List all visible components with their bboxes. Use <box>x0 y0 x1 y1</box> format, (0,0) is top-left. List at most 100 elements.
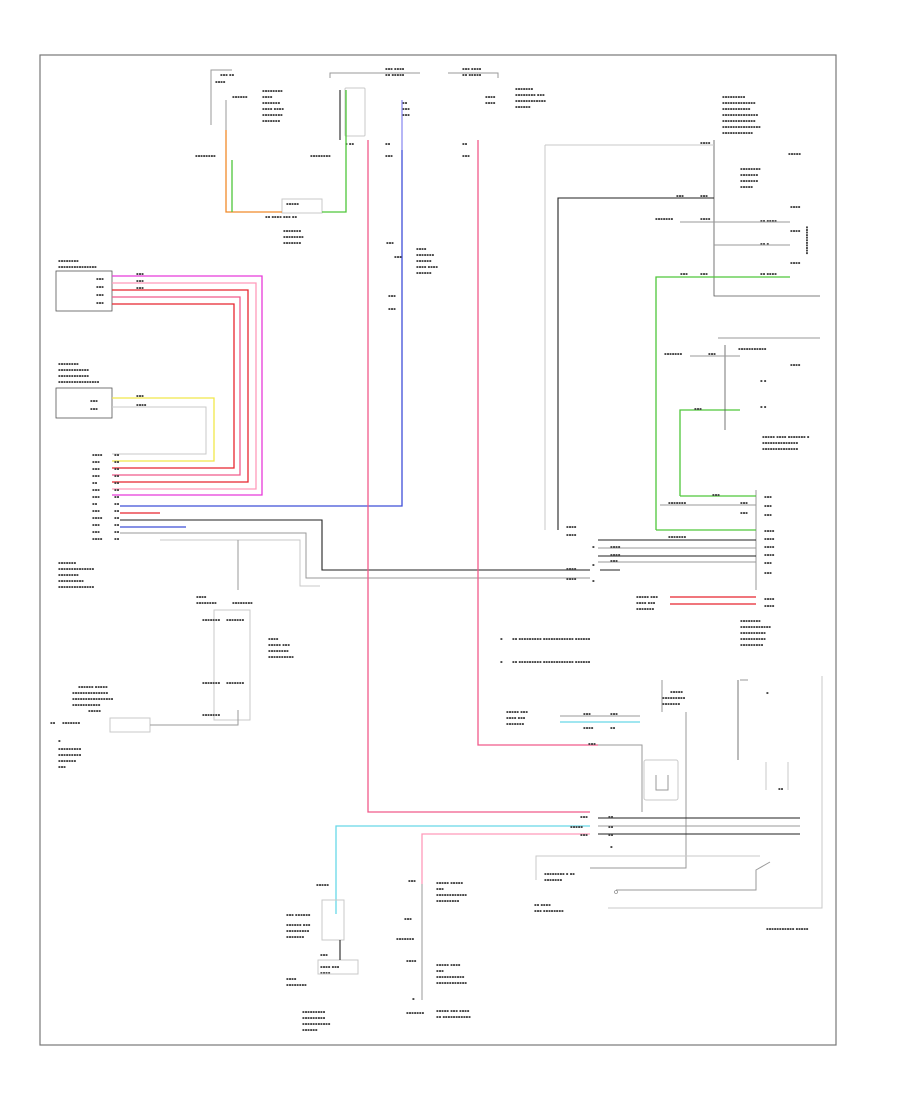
diagram-frame <box>39 54 837 1046</box>
svg-text:▪▪▪▪▪: ▪▪▪▪▪ <box>316 882 329 887</box>
svg-text:▪▪▪▪▪ ▪▪▪: ▪▪▪▪▪ ▪▪▪ <box>506 709 528 714</box>
occupant-wire-labels: ▪▪▪ ▪▪▪ ▪▪▪ <box>136 271 144 290</box>
meter-switch-box: ▪▪▪▪▪ ▪▪▪▪▪▪▪▪▪ ▪▪▪▪▪▪▪ ▪ ▪▪ <box>608 676 823 909</box>
center-relay-labels: ▪▪▪ ▪▪▪ ▪▪▪▪ ▪▪▪▪▪▪▪ ▪▪▪▪▪▪ ▪▪▪▪ ▪▪▪▪ ▪▪… <box>386 240 438 311</box>
belt-buckle-switch: ▪▪▪▪ ▪▪▪▪▪▪▪▪ ▪▪▪▪▪▪▪▪ ▪▪▪▪▪▪▪ ▪▪▪▪▪▪▪ ▪… <box>196 540 294 721</box>
svg-text:▪▪▪▪▪▪: ▪▪▪▪▪▪ <box>416 270 432 275</box>
lower-seat-sensor: ▪▪▪▪▪▪ ▪▪▪▪▪ ▪▪▪▪▪▪▪▪▪▪▪▪▪▪ ▪▪▪▪▪▪▪▪▪▪▪▪… <box>50 684 239 769</box>
svg-text:▪▪▪: ▪▪▪ <box>136 393 144 398</box>
svg-text:▪▪▪▪▪▪▪▪▪▪▪▪▪▪: ▪▪▪▪▪▪▪▪▪▪▪▪▪▪ <box>762 440 798 445</box>
svg-text:▪▪▪▪▪ ▪▪▪▪: ▪▪▪▪▪ ▪▪▪▪ <box>436 962 461 967</box>
svg-text:▪▪▪▪▪▪▪▪▪▪: ▪▪▪▪▪▪▪▪▪▪ <box>740 630 766 635</box>
svg-text:▪▪▪: ▪▪▪ <box>610 711 618 716</box>
right-top-wire-labels: ▪▪▪ ▪▪▪ ▪▪▪▪▪▪▪ ▪▪▪▪ ▪▪▪ ▪▪▪ <box>655 193 711 276</box>
svg-text:▪▪▪: ▪▪▪ <box>764 494 772 499</box>
svg-text:▪▪▪▪: ▪▪▪▪ <box>610 544 621 549</box>
svg-text:▪▪▪: ▪▪▪ <box>694 406 702 411</box>
svg-text:▪▪▪▪▪▪▪: ▪▪▪▪▪▪▪ <box>416 252 434 257</box>
wire-pink-long <box>367 140 590 813</box>
svg-text:▪▪▪▪▪▪▪: ▪▪▪▪▪▪▪ <box>740 172 758 177</box>
svg-text:▪▪▪▪▪▪▪▪▪▪▪: ▪▪▪▪▪▪▪▪▪▪▪ <box>805 226 810 255</box>
svg-text:▪ ▪: ▪ ▪ <box>760 378 767 383</box>
wire-black-right-top <box>557 197 714 530</box>
svg-text:▪▪▪▪▪: ▪▪▪▪▪ <box>88 708 101 713</box>
notes: ▪ ▪▪ ▪▪▪▪▪▪▪▪▪ ▪▪▪▪▪▪▪▪▪▪▪▪ ▪▪▪▪▪▪ ▪ ▪▪ … <box>500 636 591 664</box>
svg-text:▪▪▪▪▪▪▪▪▪: ▪▪▪▪▪▪▪▪▪ <box>302 1015 326 1020</box>
svg-text:▪▪▪: ▪▪▪ <box>700 193 708 198</box>
svg-text:▪▪▪▪▪▪▪▪▪▪▪▪▪: ▪▪▪▪▪▪▪▪▪▪▪▪▪ <box>722 118 756 123</box>
occupant-detection-box: ▪▪▪▪ ▪▪▪▪▪ ▪▪▪▪▪▪▪▪ ▪▪▪▪▪▪▪ ▪▪▪▪▪▪▪ ▪▪▪▪… <box>544 140 820 530</box>
svg-text:▪▪: ▪▪ <box>114 452 120 457</box>
svg-text:▪▪: ▪▪ <box>114 459 120 464</box>
svg-text:▪▪: ▪▪ <box>608 824 614 829</box>
svg-text:▪▪▪: ▪▪▪ <box>92 487 100 492</box>
svg-text:▪▪▪: ▪▪▪ <box>740 510 748 515</box>
wire-green-right-1 <box>655 276 790 530</box>
svg-text:▪▪▪: ▪▪▪ <box>764 503 772 508</box>
svg-text:▪▪: ▪▪ <box>385 141 391 146</box>
svg-text:▪▪▪: ▪▪▪ <box>436 968 444 973</box>
occupant-sensor-box: ▪▪▪▪▪▪▪▪ ▪▪▪▪▪▪▪▪▪▪▪▪▪▪▪ ▪▪▪ ▪▪▪ ▪▪▪ ▪▪▪ <box>55 258 113 312</box>
svg-text:▪▪▪▪▪▪▪▪▪: ▪▪▪▪▪▪▪▪▪ <box>740 642 764 647</box>
svg-text:▪▪▪▪▪▪▪▪▪▪▪: ▪▪▪▪▪▪▪▪▪▪▪ <box>738 346 767 351</box>
svg-text:▪▪▪▪▪▪: ▪▪▪▪▪▪ <box>302 1027 318 1032</box>
svg-text:▪▪▪▪▪▪▪▪: ▪▪▪▪▪▪▪▪ <box>58 258 79 263</box>
svg-text:▪▪▪▪▪▪▪▪▪▪▪▪▪▪: ▪▪▪▪▪▪▪▪▪▪▪▪▪▪ <box>762 446 798 451</box>
svg-text:▪▪▪▪▪▪▪▪▪▪: ▪▪▪▪▪▪▪▪▪▪ <box>58 578 84 583</box>
svg-text:▪▪▪▪▪▪▪▪▪: ▪▪▪▪▪▪▪▪▪ <box>722 94 746 99</box>
svg-text:▪▪ ▪▪▪▪▪▪▪▪▪ ▪▪▪▪▪▪▪▪▪▪▪▪ ▪▪▪▪: ▪▪ ▪▪▪▪▪▪▪▪▪ ▪▪▪▪▪▪▪▪▪▪▪▪ ▪▪▪▪▪▪ <box>512 636 591 641</box>
wire-gray-long-2 <box>120 532 590 579</box>
svg-text:▪▪▪▪▪: ▪▪▪▪▪ <box>670 689 683 694</box>
svg-text:▪▪▪: ▪▪▪ <box>462 153 470 158</box>
svg-text:▪▪▪▪▪▪▪▪▪▪: ▪▪▪▪▪▪▪▪▪▪ <box>740 636 766 641</box>
svg-text:▪▪▪▪▪▪▪▪▪▪▪▪▪▪: ▪▪▪▪▪▪▪▪▪▪▪▪▪▪ <box>72 690 108 695</box>
svg-text:▪▪▪▪: ▪▪▪▪ <box>92 452 103 457</box>
svg-text:▪▪: ▪▪ <box>114 487 120 492</box>
svg-text:▪▪: ▪▪ <box>114 494 120 499</box>
svg-text:▪▪▪▪: ▪▪▪▪ <box>700 140 711 145</box>
svg-text:▪▪ ▪: ▪▪ ▪ <box>760 241 769 246</box>
svg-text:▪▪▪: ▪▪▪ <box>764 512 772 517</box>
svg-text:▪▪▪▪: ▪▪▪▪ <box>790 260 801 265</box>
wire-cyan-bus <box>335 825 590 914</box>
pretensioner-box-right: ▪▪▪▪▪▪▪▪▪▪▪ ▪▪▪▪ ▪▪▪▪▪▪▪ ▪▪▪ ▪ ▪ ▪▪▪ ▪ ▪… <box>664 337 820 451</box>
svg-text:▪▪▪▪▪▪▪▪▪: ▪▪▪▪▪▪▪▪▪ <box>302 1009 326 1014</box>
fuse-header-center: ▪▪▪ ▪▪▪▪ ▪▪ ▪▪▪▪▪ ▪▪▪ ▪▪▪▪ ▪▪ ▪▪▪▪▪ ▪▪ ▪… <box>329 66 546 137</box>
svg-text:▪▪ ▪▪▪▪ ▪▪▪ ▪▪: ▪▪ ▪▪▪▪ ▪▪▪ ▪▪ <box>265 214 297 219</box>
svg-text:▪▪▪: ▪▪▪ <box>676 193 684 198</box>
svg-text:▪▪▪▪▪▪▪▪▪: ▪▪▪▪▪▪▪▪▪ <box>436 898 460 903</box>
svg-text:▪▪▪▪▪▪▪▪: ▪▪▪▪▪▪▪▪ <box>58 361 79 366</box>
parking-brake-switch: ▪▪▪▪▪▪▪▪ ▪ ▪▪ ▪▪▪▪▪▪▪ ▪▪ ▪▪▪▪ ▪▪▪ ▪▪▪▪▪▪… <box>534 855 809 931</box>
svg-text:▪▪: ▪▪ <box>114 536 120 541</box>
svg-text:▪▪▪: ▪▪▪ <box>92 494 100 499</box>
svg-text:▪▪▪: ▪▪▪ <box>320 952 328 957</box>
svg-text:▪▪▪▪▪ ▪▪▪▪ ▪▪▪▪▪▪▪ ▪: ▪▪▪▪▪ ▪▪▪▪ ▪▪▪▪▪▪▪ ▪ <box>762 434 810 439</box>
svg-text:▪▪▪: ▪▪▪ <box>708 351 716 356</box>
svg-text:▪▪▪: ▪▪▪ <box>385 153 393 158</box>
svg-text:▪▪▪▪▪▪▪: ▪▪▪▪▪▪▪ <box>668 534 686 539</box>
left-motor-box: ▪▪▪▪▪ ▪▪▪ ▪▪▪▪▪▪ ▪▪▪▪▪▪ ▪▪▪ ▪▪▪▪▪▪▪▪▪ ▪▪… <box>286 882 359 1032</box>
svg-text:▪▪▪▪▪▪▪▪▪▪▪: ▪▪▪▪▪▪▪▪▪▪▪ <box>722 106 751 111</box>
svg-text:▪: ▪ <box>610 844 613 849</box>
svg-text:▪▪▪▪▪▪▪▪▪▪▪▪▪▪▪: ▪▪▪▪▪▪▪▪▪▪▪▪▪▪▪ <box>58 264 97 269</box>
svg-text:▪▪▪▪▪▪ ▪▪▪: ▪▪▪▪▪▪ ▪▪▪ <box>286 922 311 927</box>
svg-text:▪▪▪▪▪▪▪▪: ▪▪▪▪▪▪▪▪ <box>58 572 79 577</box>
svg-text:▪▪: ▪▪ <box>114 466 120 471</box>
svg-text:▪▪▪: ▪▪▪ <box>386 240 394 245</box>
svg-text:▪▪▪: ▪▪▪ <box>402 106 410 111</box>
svg-text:▪▪ ▪▪▪▪▪: ▪▪ ▪▪▪▪▪ <box>462 72 482 77</box>
svg-text:▪▪ ▪▪▪▪▪: ▪▪ ▪▪▪▪▪ <box>385 72 405 77</box>
svg-text:▪▪▪: ▪▪▪ <box>680 271 688 276</box>
svg-text:▪▪▪▪▪▪▪▪▪▪▪▪: ▪▪▪▪▪▪▪▪▪▪▪▪ <box>722 130 753 135</box>
pretensioner-box: ▪▪▪▪▪▪▪▪ ▪▪▪▪▪▪▪▪▪▪▪▪ ▪▪▪▪▪▪▪▪▪▪▪▪ ▪▪▪▪▪… <box>55 361 113 419</box>
svg-text:▪▪▪▪: ▪▪▪▪ <box>700 216 711 221</box>
svg-text:▪: ▪ <box>500 636 503 641</box>
svg-text:▪▪▪: ▪▪▪ <box>92 473 100 478</box>
svg-text:▪▪▪▪▪▪▪: ▪▪▪▪▪▪▪ <box>668 500 686 505</box>
svg-text:▪▪▪: ▪▪▪ <box>580 832 588 837</box>
svg-text:▪▪: ▪▪ <box>114 473 120 478</box>
svg-text:▪ ▪: ▪ ▪ <box>760 404 767 409</box>
wire-pink-bus <box>421 833 590 884</box>
svg-text:▪▪: ▪▪ <box>114 522 120 527</box>
svg-text:▪: ▪ <box>58 738 61 743</box>
